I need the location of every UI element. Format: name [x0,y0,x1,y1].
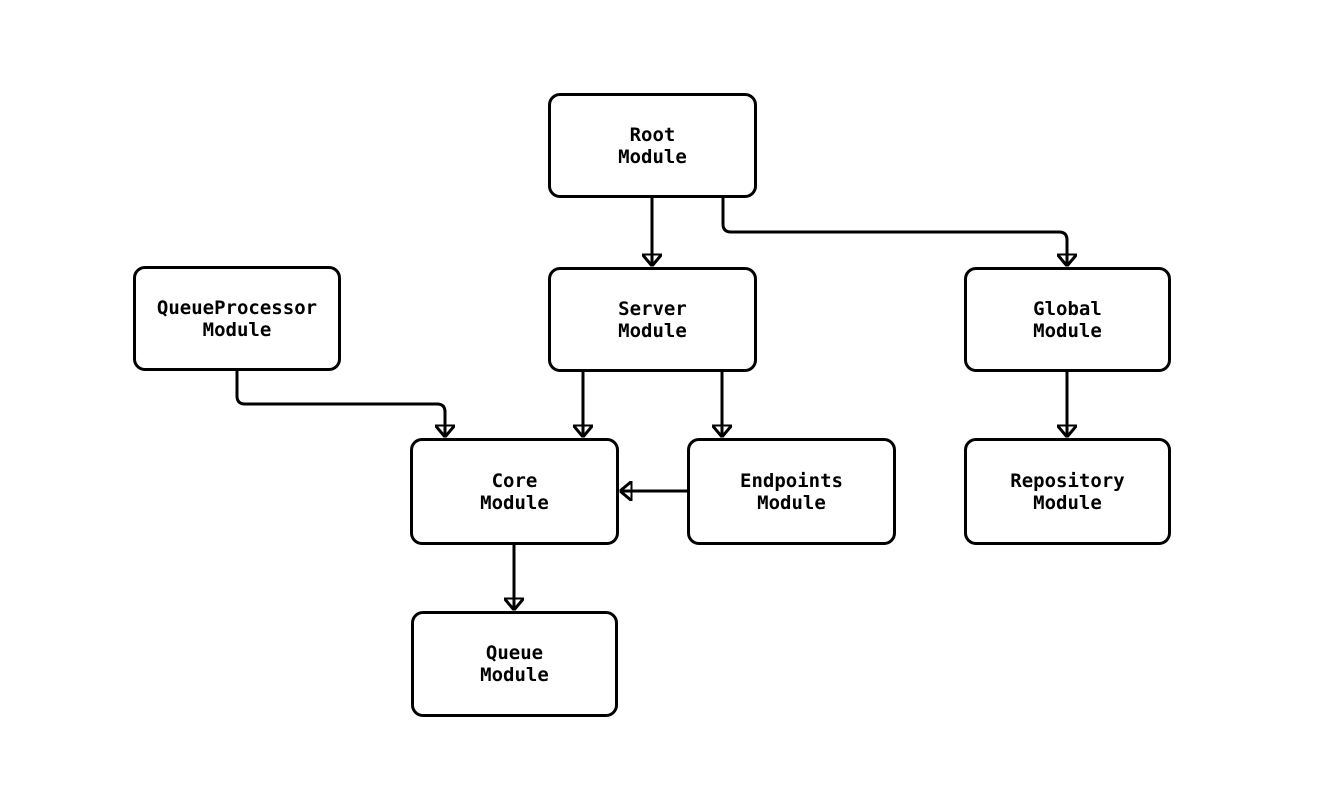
edge-root-to-global [721,198,1067,265]
node-repository-module: Repository Module [964,438,1171,545]
node-label-line: Module [480,664,549,686]
node-global-module: Global Module [964,267,1171,372]
node-root-module: Root Module [548,93,757,198]
node-label-line: Repository [1010,469,1125,492]
edge-queueprocessor-to-core [235,371,445,436]
node-label-line: Module [618,145,687,168]
node-label-line: Module [618,319,687,342]
node-label-line: Root [629,123,676,146]
node-label-line: Module [202,318,272,341]
node-queueprocessor-module: QueueProcessor Module [133,266,341,371]
node-label-line: QueueProcessor [156,296,318,319]
node-label-line: Server [618,297,687,320]
node-label-line: Endpoints [740,469,843,492]
node-queue-module: Queue Module [411,611,618,717]
node-label-line: Module [1033,319,1102,342]
node-label-line: Module [1033,491,1102,514]
node-server-module: Server Module [548,267,757,372]
node-label-line: Module [480,491,549,514]
node-label-line: Global [1033,297,1102,320]
node-endpoints-module: Endpoints Module [687,438,896,545]
node-label-line: Module [757,491,826,514]
node-core-module: Core Module [410,438,619,545]
node-label-line: Core [491,469,538,492]
node-label-line: Queue [485,642,544,664]
